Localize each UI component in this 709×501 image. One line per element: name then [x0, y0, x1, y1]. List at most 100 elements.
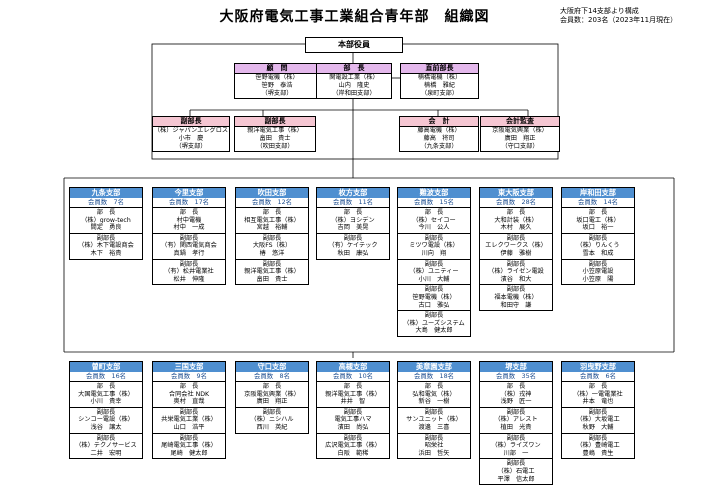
branch-section: 副部長電気工事ハマ濱田 尚弘 [317, 408, 389, 434]
branch-role: 副部長 [262, 408, 282, 416]
branch-role: 副部長 [588, 434, 608, 442]
branch-text: 豊嶋 貴生 [582, 449, 614, 457]
branch-role: 部 長 [96, 209, 116, 216]
branch-text: 雪本 和成 [582, 249, 614, 257]
branch-text: 小笠原 陽 [582, 275, 614, 283]
branch-role: 副部長 [179, 408, 199, 416]
officer-line: 笹野 泰浩 [261, 82, 293, 89]
officer-box-vice1: 副部長（株）ジャパンエレグロス小市 慶（堺支部） [152, 116, 230, 152]
branch-text: 大阪FS（株） [252, 242, 292, 250]
branch-text: 濱谷 和大 [500, 275, 532, 283]
branch-section: 部 長親洋電気工事（株）井井 智 [317, 382, 389, 408]
branch-role: 副部長 [506, 460, 526, 468]
branch-text: 植田 光貴 [500, 423, 532, 431]
branch-name: 吹田支部 [236, 188, 308, 198]
branch-section: 副部長（株）大坂電工秋野 大輔 [562, 408, 634, 434]
branch-text: （有）松井電業社 [164, 268, 214, 276]
branch-role: 部 長 [424, 209, 444, 216]
note-line-2: 会員数：203名（2023年11月現在） [560, 16, 678, 24]
branch-box: 羽曳野支部会員数 6名部 長（株）一電電業社井本 竜也副部長（株）大坂電工秋野 … [561, 361, 635, 460]
officer-line: 楠橋 雅紀 [424, 82, 455, 89]
member-count: 会員数 7名 [70, 198, 142, 208]
branch-text: 西川 英紀 [256, 423, 288, 431]
branch-role: 副部長 [343, 434, 363, 442]
branch-box: 今里支部会員数 17名部 長村中電機村中 一成副部長（有）関西電気商会真鍋 孝行… [152, 187, 226, 286]
branch-role: 副部長 [424, 234, 444, 242]
branch-box: 美章園支部会員数 18名部 長弘和電気（株）新谷 一樹副部長サンユニット（株）渡… [397, 361, 471, 460]
officer-box-chief: 部 長関電設工業（株）山内 隆史（岸和田支部） [316, 63, 392, 99]
branch-text: 浅谷 譲太 [90, 423, 122, 431]
branch-text: 渡邊 三喜 [418, 423, 450, 431]
branch-text: 大国電気工事（株） [78, 390, 134, 398]
branch-text: （有）ケイテック [328, 242, 378, 250]
branch-section: 副部長小笠原電設小笠原 陽 [562, 260, 634, 285]
branch-text: 古口 雅弘 [418, 301, 450, 309]
officer-line: 藤高 将司 [423, 135, 455, 142]
member-count: 会員数 12名 [236, 198, 308, 208]
branch-text: 尾崎 健太郎 [170, 449, 208, 457]
branch-role: 副部長 [588, 234, 608, 242]
branch-text: 真鍋 孝行 [173, 249, 205, 257]
membership-note: 大阪府下14支部より構成 会員数：203名（2023年11月現在） [560, 7, 677, 25]
branch-section: 副部長大阪FS（株）椿 悠洋 [236, 234, 308, 260]
branch-section: 副部長福本電機（株）和田守 謙 [480, 285, 552, 310]
branch-text: 昭栄社 [424, 442, 444, 450]
branch-text: 秋田 康弘 [337, 249, 369, 257]
branch-text: 濱田 尚弘 [337, 423, 369, 431]
branch-role: 副部長 [506, 434, 526, 442]
branch-role: 副部長 [262, 234, 282, 242]
member-count: 会員数 10名 [317, 372, 389, 382]
branch-section: 副部長（株）りんくう雪本 和成 [562, 234, 634, 260]
officer-line: 廣田 翔正 [504, 135, 536, 142]
branch-name: 今里支部 [153, 188, 225, 198]
officer-line: （吹田支部） [256, 143, 294, 150]
branch-section: 副部長（株）ライゼン電設濱谷 和大 [480, 260, 552, 286]
branch-text: 井本 竜也 [582, 398, 614, 406]
branch-role: 副部長 [262, 260, 282, 268]
officer-line: 京阪電気興業（株） [492, 127, 548, 134]
officer-box-adviser: 顧 問笹野電機（株）笹野 泰浩（堺支部） [234, 63, 320, 99]
branch-text: 大島 健太郎 [415, 327, 453, 335]
branch-name: 堺支部 [480, 362, 552, 372]
officer-line: 畠田 貴士 [259, 135, 291, 142]
branch-text: シンコー電設（株） [78, 416, 134, 424]
branch-text: 小川 貴幸 [90, 398, 122, 406]
branch-text: 坂口電工（株） [576, 216, 620, 224]
branch-section: 副部長（有）松井電業社松井 伸隆 [153, 260, 225, 285]
branch-text: 川部 一 [503, 449, 529, 457]
branch-name: 守口支部 [236, 362, 308, 372]
officer-box-vice2: 副部長親洋電気工事（株）畠田 貴士（吹田支部） [234, 116, 316, 152]
branch-box: 東大阪支部会員数 28名部 長大和計装（株）木村 展久副部長エレクワークス（株）… [479, 187, 553, 312]
branch-text: （株）ユーズシステム [403, 319, 465, 327]
branch-section: 副部長（有）ケイテック秋田 康弘 [317, 234, 389, 259]
officer-role: 直前部長 [401, 64, 478, 74]
officer-line: 笹野電機（株） [255, 74, 299, 81]
branch-text: 福本電機（株） [494, 293, 538, 301]
officer-line: （堺支部） [175, 143, 207, 150]
officer-role: 副部長 [235, 117, 315, 127]
officer-role: 会計監査 [481, 117, 559, 127]
branch-role: 部 長 [588, 383, 608, 390]
branch-role: 副部長 [179, 234, 199, 242]
branch-text: （株）石電工 [497, 467, 535, 475]
branch-text: （株）戎神 [500, 390, 532, 398]
branch-text: （株）りんくう [576, 242, 620, 250]
officer-line: 山内 隆史 [338, 82, 370, 89]
branch-name: 三国支部 [153, 362, 225, 372]
branch-text: 奥村 直哉 [173, 398, 205, 406]
branch-section: 副部長昭栄社浜田 哲矢 [398, 434, 470, 459]
branch-section: 副部長エレクワークス（株）伊藤 雅樹 [480, 234, 552, 260]
branch-role: 副部長 [96, 408, 116, 416]
branch-text: 浜田 哲矢 [418, 449, 450, 457]
note-line-1: 大阪府下14支部より構成 [560, 7, 639, 15]
branch-section: 副部長ミツワ電設（株）川向 翔 [398, 234, 470, 260]
branch-text: 今川 公人 [418, 224, 450, 232]
branch-text: 廣田 翔正 [256, 398, 288, 406]
branch-box: 難波支部会員数 15名部 長（株）セイコー今川 公人副部長ミツワ電設（株）川向 … [397, 187, 471, 337]
branch-text: （株）一電電業社 [573, 390, 623, 398]
officer-line: （堺支部） [261, 90, 293, 97]
officer-line: （株）ジャパンエレグロス [153, 127, 229, 134]
branch-text: 宮越 裕輔 [256, 224, 288, 232]
branch-text: 木村 展久 [500, 224, 532, 232]
